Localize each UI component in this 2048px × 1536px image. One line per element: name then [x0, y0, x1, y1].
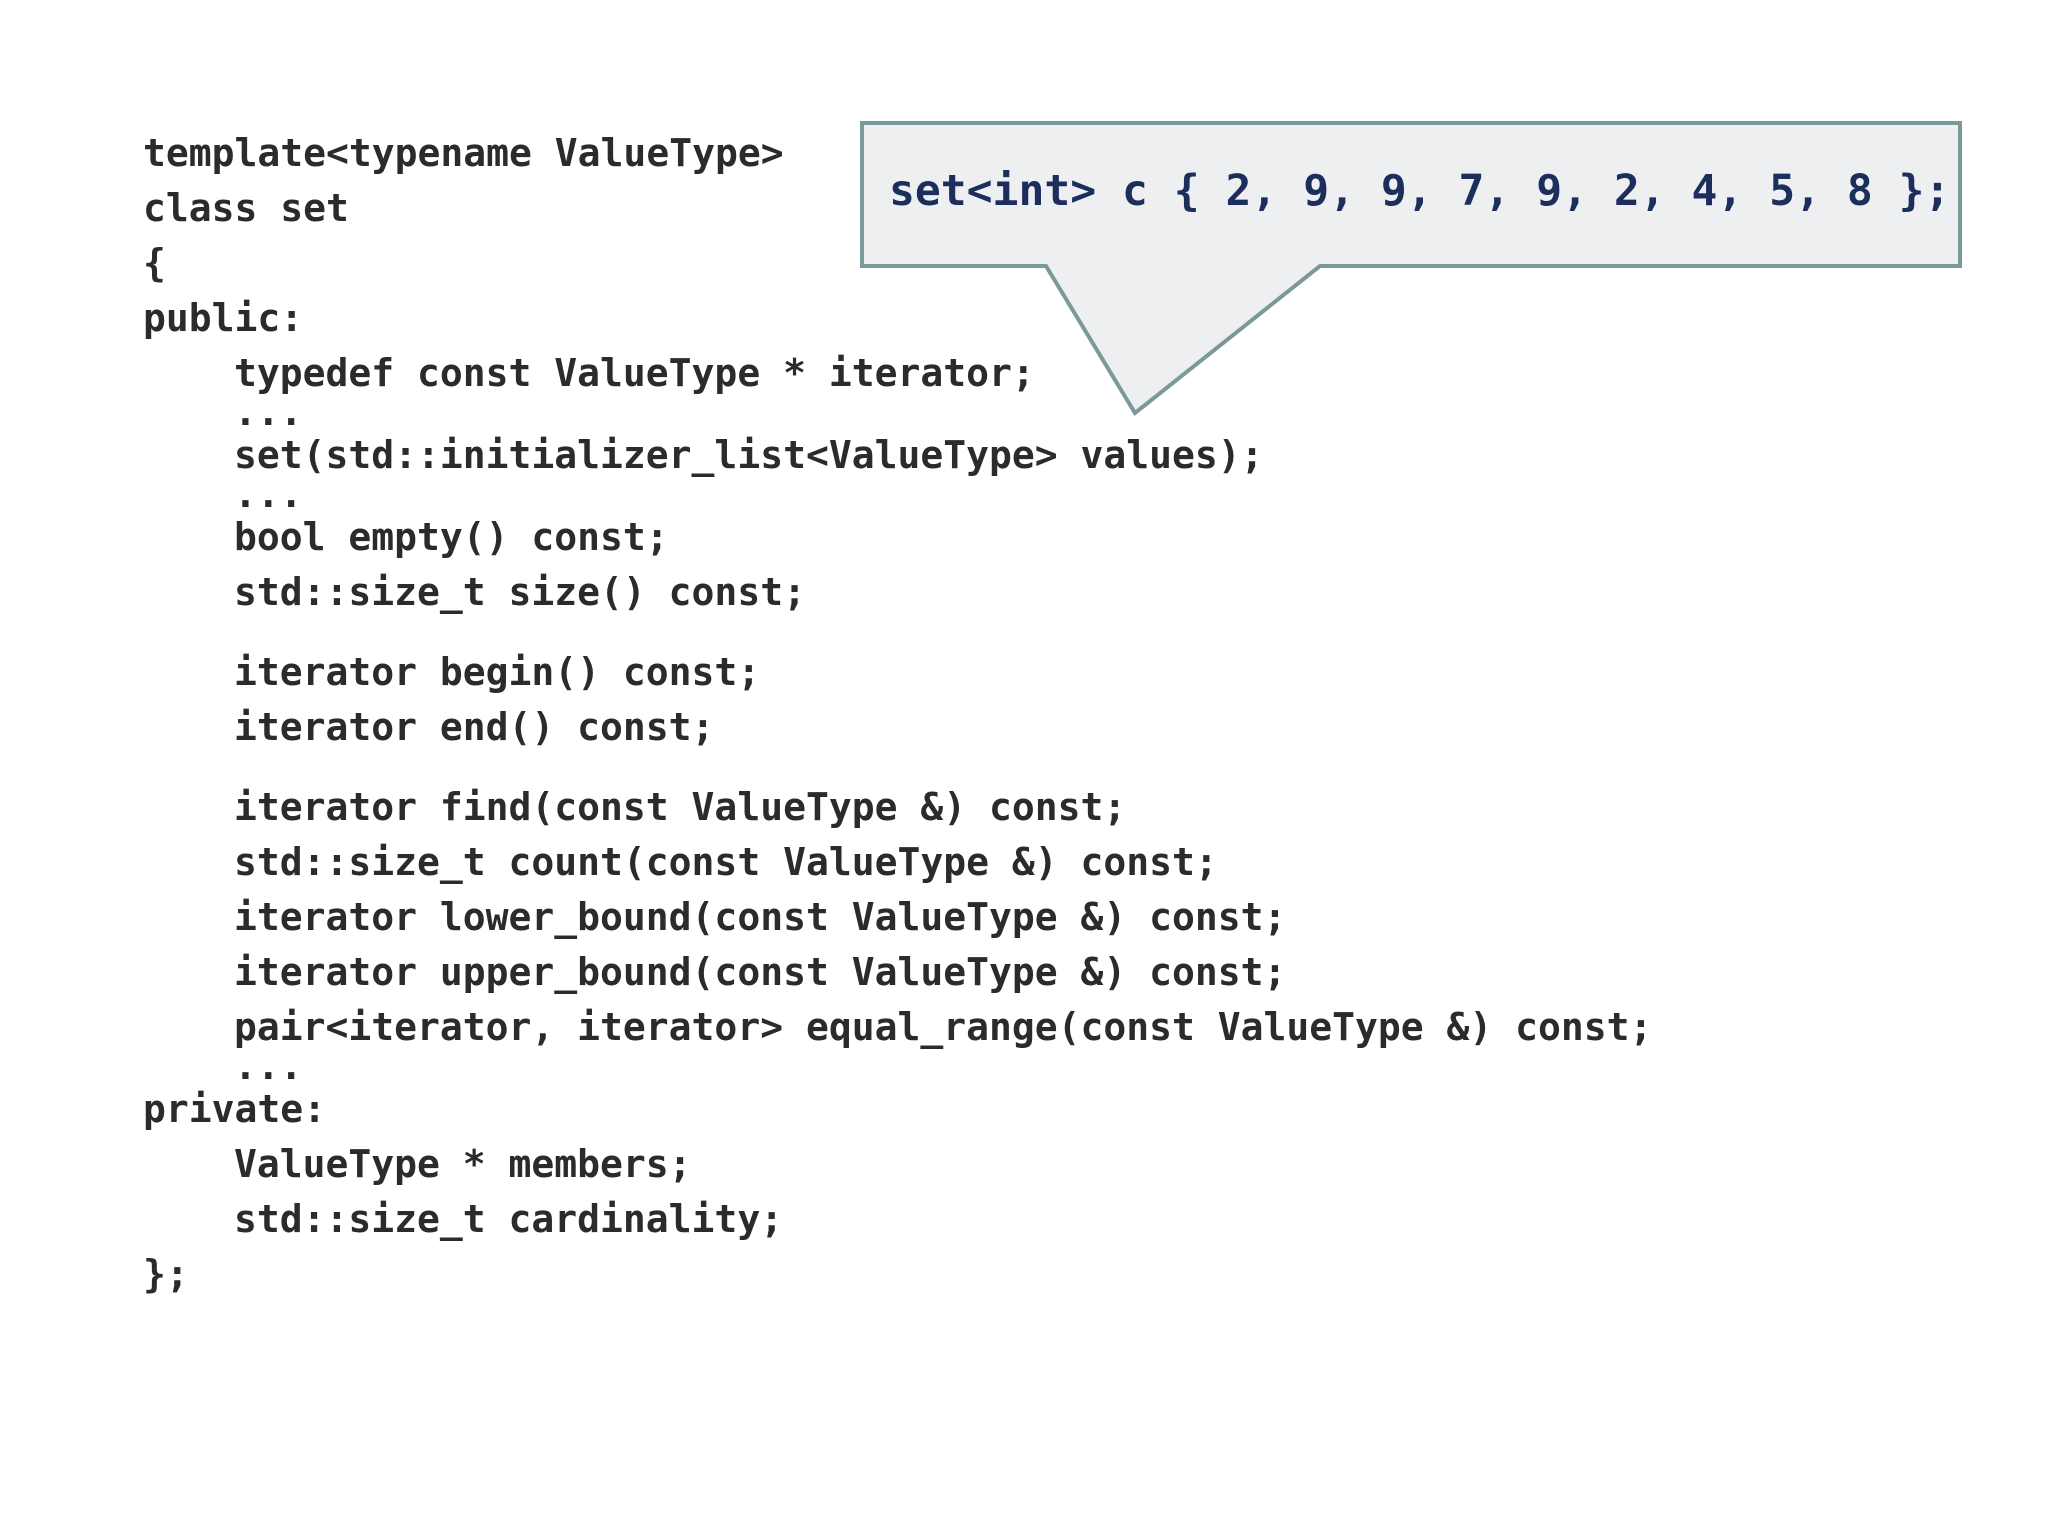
code-line: bool empty() const;	[234, 515, 669, 559]
code-line: std::size_t size() const;	[234, 570, 806, 614]
code-line: ...	[234, 1044, 303, 1088]
code-line: iterator lower_bound(const ValueType &) …	[234, 895, 1287, 939]
code-line: template<typename ValueType>	[143, 131, 784, 175]
code-line: iterator upper_bound(const ValueType &) …	[234, 950, 1287, 994]
code-line: std::size_t cardinality;	[234, 1197, 784, 1241]
code-line: ValueType * members;	[234, 1142, 692, 1186]
code-line: pair<iterator, iterator> equal_range(con…	[234, 1005, 1653, 1049]
code-line: {	[143, 241, 166, 285]
code-line: set(std::initializer_list<ValueType> val…	[234, 433, 1264, 477]
code-line: class set	[143, 186, 349, 230]
code-line: iterator begin() const;	[234, 650, 761, 694]
code-line: private:	[143, 1087, 327, 1131]
callout-code-text: set<int> c { 2, 9, 9, 7, 9, 2, 4, 5, 8 }…	[889, 166, 1951, 216]
code-line: ...	[234, 472, 303, 516]
code-line: iterator end() const;	[234, 705, 715, 749]
code-line: typedef const ValueType * iterator;	[234, 351, 1035, 395]
code-line: iterator find(const ValueType &) const;	[234, 785, 1127, 829]
code-line: std::size_t count(const ValueType &) con…	[234, 840, 1218, 884]
code-line: public:	[143, 296, 304, 340]
code-line: ...	[234, 390, 303, 434]
code-line: };	[143, 1252, 189, 1296]
